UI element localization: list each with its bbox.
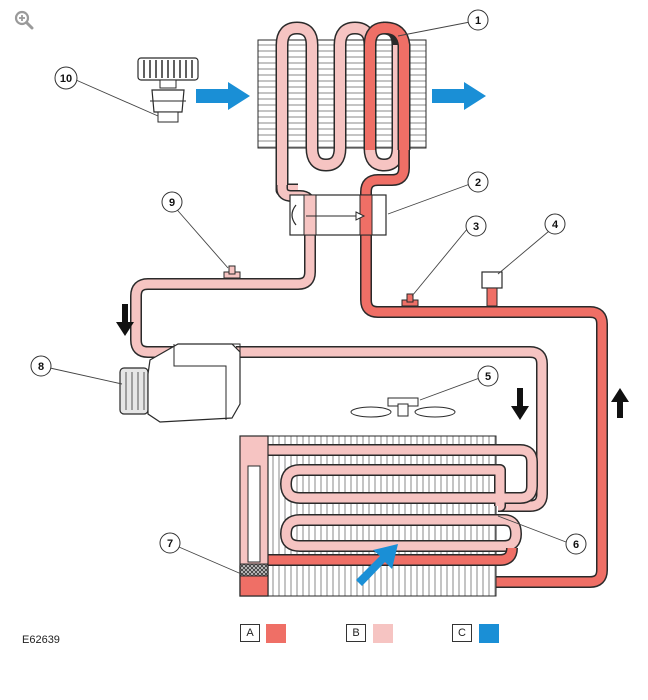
callout-2-label: 2 (475, 177, 481, 189)
evaporator (239, 435, 538, 597)
high-pressure-lines (246, 150, 608, 588)
callout-10-label: 10 (60, 73, 72, 85)
service-port-low (223, 265, 241, 279)
pressure-sensor (481, 271, 503, 307)
callout-1: 1 (467, 9, 489, 31)
callout-5-label: 5 (485, 371, 491, 383)
magnifier-plus-icon[interactable] (14, 10, 34, 30)
callout-3-label: 3 (473, 221, 479, 233)
callout-leaders (49, 21, 567, 577)
callout-10: 10 (54, 66, 78, 90)
callout-1-label: 1 (475, 15, 481, 27)
callout-3: 3 (465, 215, 487, 237)
callout-7: 7 (159, 532, 181, 554)
legend-swatch-b (373, 624, 393, 643)
flow-direction-arrows (116, 304, 629, 420)
expansion-valve (289, 194, 387, 236)
legend-swatch-a (266, 624, 286, 643)
service-port-high (401, 293, 419, 307)
callout-6-label: 6 (573, 539, 579, 551)
blower-fan (350, 397, 456, 418)
legend-key-b: B (346, 624, 366, 642)
air-flow-arrows (196, 82, 486, 586)
callout-4-label: 4 (552, 219, 559, 231)
callout-6: 6 (565, 533, 587, 555)
callout-7-label: 7 (167, 538, 173, 550)
callout-9: 9 (161, 191, 183, 213)
condenser (257, 21, 427, 197)
figure-id: E62639 (22, 634, 60, 646)
callout-8-label: 8 (38, 361, 44, 373)
compressor (119, 343, 241, 423)
callout-8: 8 (30, 355, 52, 377)
callout-5: 5 (477, 365, 499, 387)
callout-2: 2 (467, 171, 489, 193)
callout-4: 4 (544, 213, 566, 235)
legend-key-c: C (452, 624, 472, 642)
legend-key-a: A (240, 624, 260, 642)
callout-9-label: 9 (169, 197, 175, 209)
legend-swatch-c (479, 624, 499, 643)
condenser-fan (137, 57, 199, 123)
